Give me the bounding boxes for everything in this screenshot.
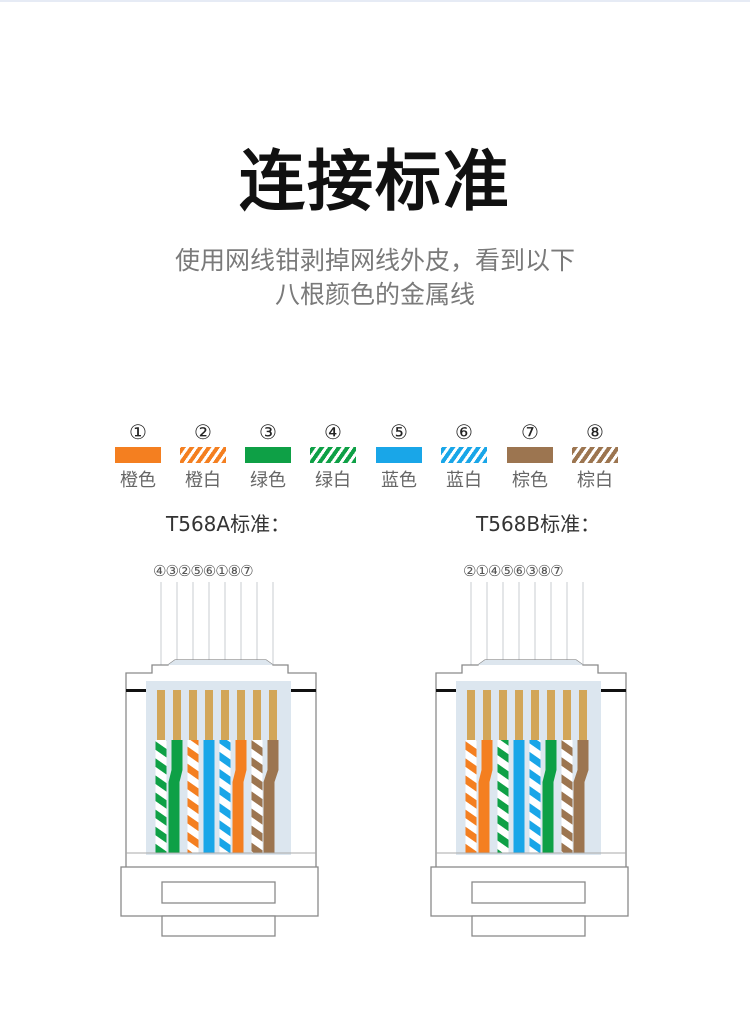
gold-pin <box>547 690 555 740</box>
wire-棕白 <box>251 740 263 853</box>
legend-number: ① <box>129 420 147 444</box>
legend-label: 绿白 <box>315 470 351 491</box>
t568b-label: T568B标准： <box>476 512 601 536</box>
wire-蓝色 <box>203 740 215 853</box>
legend-label: 橙色 <box>120 470 156 491</box>
legend-number: ⑦ <box>521 420 539 444</box>
legend-label: 蓝白 <box>446 470 482 491</box>
subtitle: 使用网线钳剥掉网线外皮，看到以下 八根颜色的金属线 <box>0 244 750 312</box>
wire-蓝白 <box>529 740 541 853</box>
wire-绿色 <box>542 740 557 853</box>
gold-pin <box>531 690 539 740</box>
gold-pin <box>221 690 229 740</box>
t568a-pin-order: ④③②⑤⑥①⑧⑦ <box>153 562 254 580</box>
gold-pin <box>157 690 165 740</box>
wire-橙色 <box>232 740 247 853</box>
legend-number: ② <box>194 420 212 444</box>
base-tab <box>471 915 586 937</box>
wire-绿白 <box>497 740 509 853</box>
wire-绿白 <box>155 740 167 853</box>
swatch-orange-white <box>180 447 226 463</box>
swatch-brown-white <box>572 447 618 463</box>
wire-棕色 <box>263 740 279 853</box>
legend-number: ④ <box>324 420 342 444</box>
gold-pin <box>499 690 507 740</box>
swatch-orange <box>115 447 161 463</box>
legend-item: ⑥ 蓝白 <box>438 421 490 492</box>
clip-left <box>126 689 148 692</box>
gold-pin <box>579 690 587 740</box>
legend-item: ② 橙白 <box>177 421 229 492</box>
gold-pin <box>269 690 277 740</box>
legend-label: 棕白 <box>577 470 613 491</box>
legend-item: ⑦ 棕色 <box>504 421 556 492</box>
t568a-connector <box>120 582 319 937</box>
gold-pin <box>253 690 261 740</box>
subtitle-line-2: 八根颜色的金属线 <box>274 280 475 309</box>
connector-top-plate <box>168 660 273 665</box>
wire-蓝色 <box>513 740 525 853</box>
gold-pin <box>237 690 245 740</box>
clip-right <box>290 689 316 692</box>
legend-number: ⑧ <box>586 420 604 444</box>
base-slot <box>161 881 276 904</box>
wire-绿色 <box>168 740 183 853</box>
subtitle-line-1: 使用网线钳剥掉网线外皮，看到以下 <box>174 246 575 275</box>
legend-label: 绿色 <box>250 470 286 491</box>
gold-pin <box>189 690 197 740</box>
legend-item: ④ 绿白 <box>307 421 359 492</box>
base-tab <box>161 915 276 937</box>
swatch-blue-white <box>441 447 487 463</box>
gold-pin <box>563 690 571 740</box>
gold-pin <box>173 690 181 740</box>
swatch-green <box>245 447 291 463</box>
clip-right <box>600 689 626 692</box>
legend-item: ③ 绿色 <box>242 421 294 492</box>
legend-item: ⑧ 棕白 <box>569 421 621 492</box>
legend-item: ① 橙色 <box>112 421 164 492</box>
legend-label: 棕色 <box>512 470 548 491</box>
top-border <box>0 0 750 2</box>
legend-number: ⑤ <box>390 420 408 444</box>
wire-蓝白 <box>219 740 231 853</box>
legend-label: 橙白 <box>185 470 221 491</box>
legend-number: ⑥ <box>455 420 473 444</box>
t568b-pin-order: ②①④⑤⑥③⑧⑦ <box>463 562 564 580</box>
t568b-connector <box>430 582 629 937</box>
wire-橙色 <box>478 740 493 853</box>
wire-橙白 <box>465 740 477 853</box>
gold-pin <box>205 690 213 740</box>
legend-item: ⑤ 蓝色 <box>373 421 425 492</box>
wire-棕色 <box>573 740 589 853</box>
page-title: 连接标准 <box>239 143 511 220</box>
wire-棕白 <box>561 740 573 853</box>
swatch-brown <box>507 447 553 463</box>
gold-pin <box>515 690 523 740</box>
connector-top-plate <box>478 660 583 665</box>
clip-left <box>436 689 458 692</box>
base-slot <box>471 881 586 904</box>
legend-label: 蓝色 <box>381 470 417 491</box>
gold-pin <box>467 690 475 740</box>
swatch-blue <box>376 447 422 463</box>
swatch-green-white <box>310 447 356 463</box>
t568a-label: T568A标准： <box>166 512 291 536</box>
gold-pin <box>483 690 491 740</box>
legend-number: ③ <box>259 420 277 444</box>
wire-橙白 <box>187 740 199 853</box>
